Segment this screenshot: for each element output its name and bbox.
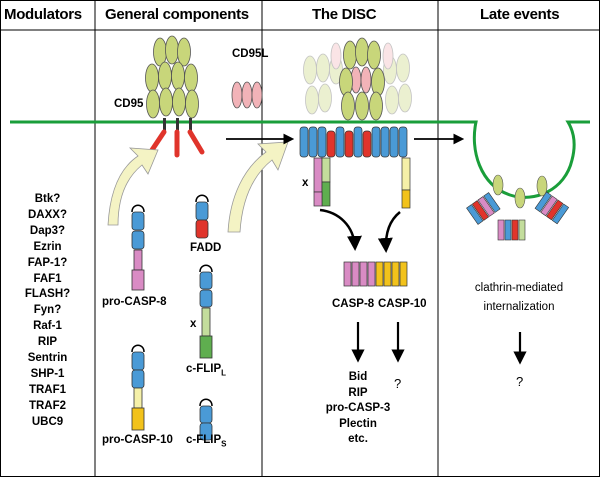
header-late-events: Late events	[480, 6, 560, 23]
modulator-item: UBC9	[31, 415, 64, 428]
fadd-shape	[195, 194, 209, 239]
target-item: Bid	[348, 371, 368, 383]
disc-x-mark: x	[302, 177, 309, 189]
modulator-item: Sentrin	[27, 352, 68, 365]
cflip-l-x-mark: x	[190, 318, 197, 330]
modulator-item: DAXX?	[28, 208, 67, 221]
target-item: Plectin	[339, 417, 377, 430]
cd95l-label: CD95L	[232, 48, 269, 60]
modulator-item: FAF1	[33, 272, 62, 285]
modulator-item: Btk?	[34, 193, 61, 205]
late-line-1: clathrin-mediated	[474, 282, 564, 294]
casp8-active-shape	[343, 261, 376, 287]
cflip-l-shape	[199, 264, 213, 359]
header-modulators: Modulators	[4, 6, 82, 23]
modulator-item: Fyn?	[33, 304, 62, 317]
casp8-release-arrow	[319, 208, 362, 251]
target-item: pro-CASP-3	[325, 402, 391, 414]
pro-casp8-shape	[131, 204, 145, 291]
casp10-label: CASP-10	[378, 298, 427, 310]
recruit-arrow-left	[107, 147, 159, 226]
casp10-release-arrow	[377, 211, 401, 253]
pro-casp10-label: pro-CASP-10	[102, 434, 173, 446]
header-general-components: General components	[105, 6, 249, 23]
cd95l-ligand	[231, 81, 263, 109]
modulator-item: RIP	[37, 336, 58, 349]
pro-casp8-label: pro-CASP-8	[102, 296, 167, 308]
modulator-item: Ezrin	[33, 240, 62, 253]
disc-receptor-core	[339, 37, 385, 121]
cd95-receptor	[145, 35, 205, 158]
target-item: etc.	[348, 433, 368, 445]
recruit-arrow-right	[227, 141, 289, 233]
casp10-active-shape	[375, 261, 408, 287]
modulator-item: TRAF1	[28, 383, 67, 396]
late-unknown: ?	[516, 374, 524, 389]
casp8-label: CASP-8	[332, 298, 375, 310]
modulators-list: Btk? DAXX? Dap3? Ezrin FAP-1? FAF1 FLASH…	[0, 192, 95, 431]
target-item: RIP	[348, 386, 368, 399]
disc-complex	[299, 126, 411, 209]
late-line-2: internalization	[483, 301, 555, 313]
cflip-l-label: c-FLIPL	[186, 363, 227, 378]
casp8-targets: Bid RIP pro-CASP-3 Plectin etc.	[318, 370, 398, 448]
modulator-item: SHP-1	[30, 367, 65, 380]
cflip-s-shape	[199, 398, 213, 441]
modulator-item: FAP-1?	[27, 256, 68, 269]
internalized-complexes	[466, 174, 570, 241]
cd95-label: CD95	[114, 98, 144, 110]
modulator-item: Dap3?	[29, 224, 66, 237]
cflip-s-label: c-FLIPS	[186, 434, 227, 449]
fadd-label: FADD	[190, 242, 222, 254]
modulator-item: Raf-1	[33, 320, 62, 333]
modulator-item: TRAF2	[28, 399, 67, 412]
casp10-unknown: ?	[394, 376, 402, 391]
modulator-item: FLASH?	[24, 288, 71, 301]
pro-casp10-shape	[131, 344, 145, 431]
header-disc: The DISC	[312, 6, 377, 23]
